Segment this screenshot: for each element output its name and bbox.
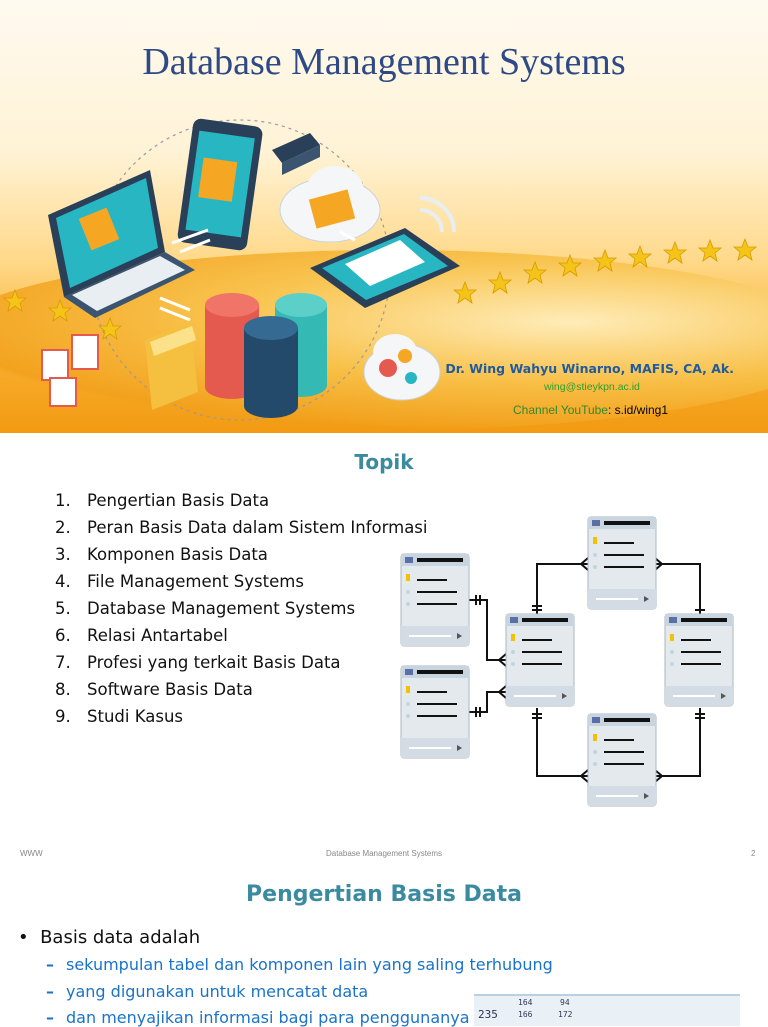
topic-text: Komponen Basis Data: [87, 545, 268, 564]
youtube-channel[interactable]: Channel YouTube: s.id/wing1: [513, 403, 668, 417]
topic-number: 9.: [55, 707, 71, 726]
topic-number: 1.: [55, 491, 71, 510]
list-item: 1. Pengertian Basis Data: [55, 491, 427, 518]
sub-bullet-text: dan menyajikan informasi bagi para pengg…: [66, 1008, 470, 1027]
relation-lines: [469, 563, 701, 777]
topic-text: Relasi Antartabel: [87, 626, 228, 645]
table-card-left-bottom: [400, 665, 470, 759]
author-email[interactable]: wing@stieykpn.ac.id: [544, 381, 640, 393]
list-item: 2. Peran Basis Data dalam Sistem Informas…: [55, 518, 427, 545]
crowfoot-markers: [475, 557, 705, 783]
topic-number: 4.: [55, 572, 71, 591]
list-item: 6. Relasi Antartabel: [55, 626, 427, 653]
topics-slide: Topik 1. Pengertian Basis Data 2. Peran Ba…: [0, 433, 768, 866]
table-card-right: [664, 613, 734, 707]
list-item: 4. File Management Systems: [55, 572, 427, 599]
database-cylinders-icon: [205, 293, 327, 418]
sheet-cell: 172: [558, 1010, 573, 1019]
sub-bullet: –sekumpulan tabel dan komponen lain yang…: [46, 955, 553, 974]
youtube-link[interactable]: : s.id/wing1: [607, 403, 669, 417]
sheet-cell: 235: [478, 1008, 498, 1021]
topic-text: Peran Basis Data dalam Sistem Informasi: [87, 518, 428, 537]
youtube-label: Channel YouTube: [513, 403, 608, 417]
gear-cloud-icon: [363, 334, 441, 401]
list-item: 7. Profesi yang terkait Basis Data: [55, 653, 427, 680]
star-row-icon: [2, 237, 758, 340]
topic-number: 7.: [55, 653, 71, 672]
sub-bullet: –yang digunakan untuk mencatat data: [46, 982, 368, 1001]
topic-text: Studi Kasus: [87, 707, 183, 726]
sub-bullet: –dan menyajikan informasi bagi para peng…: [46, 1008, 470, 1027]
topic-text: Software Basis Data: [87, 680, 253, 699]
title-slide: Database Management Systems Dr. Wing Wah…: [0, 0, 768, 433]
topic-number: 8.: [55, 680, 71, 699]
document-tablet-icon: [310, 228, 460, 308]
tablet-icon: [177, 118, 263, 251]
list-item: 5. Database Management Systems: [55, 599, 427, 626]
dash-icon: –: [46, 982, 54, 1001]
topic-number: 6.: [55, 626, 71, 645]
footer-left: WWW: [20, 849, 43, 858]
title-slide-illustration: [2, 118, 758, 421]
list-item: 9. Studi Kasus: [55, 707, 427, 734]
table-card-center: [505, 613, 575, 707]
table-relations-diagram: [400, 516, 734, 807]
sub-bullet-text: yang digunakan untuk mencatat data: [66, 982, 369, 1001]
footer-title: Database Management Systems: [325, 849, 443, 858]
dash-icon: –: [46, 955, 54, 974]
presentation-title: Database Management Systems: [142, 41, 626, 83]
wifi-icon: [419, 196, 456, 233]
folder-icon: [145, 322, 198, 410]
topic-number: 2.: [55, 518, 71, 537]
sheet-cell: 166: [518, 1010, 533, 1019]
topic-number: 5.: [55, 599, 71, 618]
server-icon: [272, 133, 320, 175]
list-item: 8. Software Basis Data: [55, 680, 427, 707]
topic-list: 1. Pengertian Basis Data 2. Peran Basis Da…: [55, 491, 427, 734]
bullet-text: Basis data adalah: [40, 927, 201, 948]
sheet-cell: 164: [518, 998, 533, 1007]
author-name: Dr. Wing Wahyu Winarno, MAFIS, CA, Ak.: [445, 361, 734, 376]
table-card-left-top: [400, 553, 470, 647]
cloud-folder-icon: [279, 166, 381, 243]
laptop-icon: [48, 170, 195, 318]
bullet-item: • Basis data adalah: [18, 927, 200, 948]
topics-heading: Topik: [354, 450, 414, 474]
list-item: 3. Komponen Basis Data: [55, 545, 427, 572]
spreadsheet-image: 235 166 172 164 94: [474, 994, 740, 1026]
definition-slide: Pengertian Basis Data • Basis data adala…: [0, 866, 768, 1027]
topic-text: Pengertian Basis Data: [87, 491, 270, 510]
spreadsheet-icon: [41, 334, 99, 407]
topic-text: Profesi yang terkait Basis Data: [87, 653, 341, 672]
sheet-cell: 94: [560, 998, 570, 1007]
topic-text: Database Management Systems: [87, 599, 356, 618]
definition-heading: Pengertian Basis Data: [246, 882, 522, 907]
topic-number: 3.: [55, 545, 71, 564]
bullet-dot-icon: •: [18, 927, 41, 948]
table-card-top: [587, 516, 657, 610]
table-card-bottom: [587, 713, 657, 807]
sync-arrows-icon: [159, 228, 356, 322]
topic-text: File Management Systems: [87, 572, 304, 591]
dash-icon: –: [46, 1008, 54, 1027]
page-number: 2: [751, 849, 756, 858]
sub-bullet-text: sekumpulan tabel dan komponen lain yang …: [66, 955, 553, 974]
